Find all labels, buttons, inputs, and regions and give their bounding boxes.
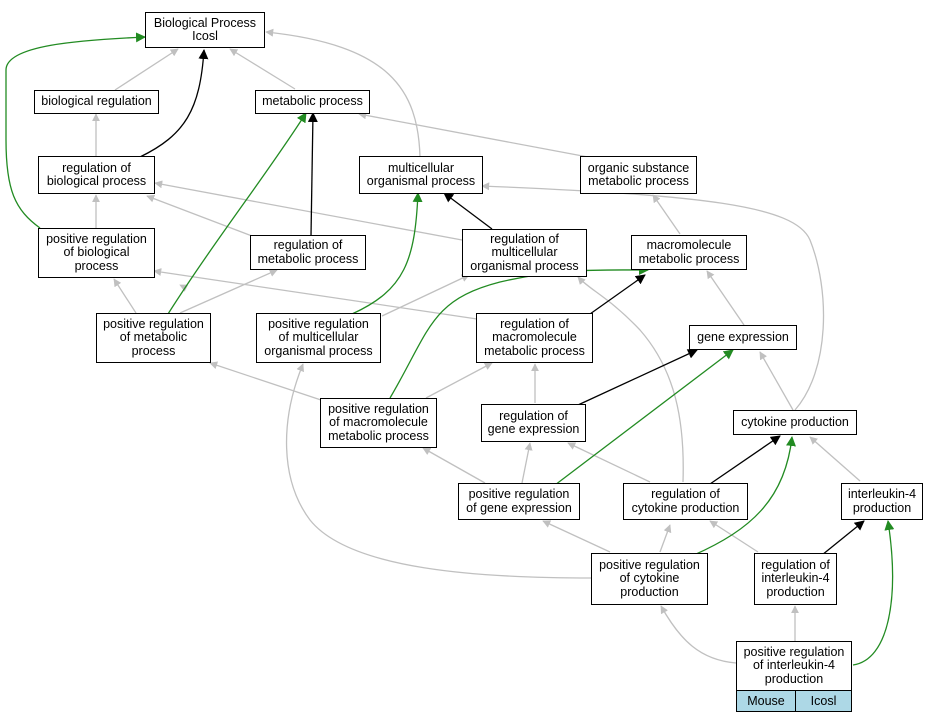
edge-cyto-gene_exp xyxy=(759,351,794,411)
edge-reg_il4-il4-black xyxy=(821,520,865,556)
edge-gene_exp-macro xyxy=(706,270,745,326)
edge-pos_il4-pos_cyto xyxy=(660,605,737,664)
edge-pos_cyto-pos_multi xyxy=(285,363,593,579)
edge-bio_reg-root xyxy=(114,48,179,91)
edge-pos_multi-reg_multi xyxy=(381,274,470,317)
node-positive-regulation-of-macromolecule-metabolic-process[interactable]: positive regulation of macromolecule met… xyxy=(320,398,437,448)
edge-pos_metab-reg_metab xyxy=(179,269,278,314)
node-regulation-of-interleukin-4-production[interactable]: regulation of interleukin-4 production xyxy=(754,553,837,605)
edge-pos_metab-metab-green xyxy=(167,112,307,315)
node-positive-regulation-of-multicellular-organismal-process[interactable]: positive regulation of multicellular org… xyxy=(256,313,381,363)
edge-reg_multi-reg_bio xyxy=(154,180,463,241)
node-regulation-of-multicellular-organismal-process[interactable]: regulation of multicellular organismal p… xyxy=(462,229,587,277)
node-regulation-of-cytokine-production[interactable]: regulation of cytokine production xyxy=(623,483,748,520)
edge-pos_cyto-reg_cyto xyxy=(659,524,672,553)
node-regulation-of-biological-process[interactable]: regulation of biological process xyxy=(38,156,155,194)
node-regulation-of-gene-expression[interactable]: regulation of gene expression xyxy=(481,404,586,442)
edge-org_sub-metab xyxy=(358,111,589,158)
edge-macro-org_sub xyxy=(652,194,681,235)
node-regulation-of-metabolic-process[interactable]: regulation of metabolic process xyxy=(250,235,366,270)
edge-reg_macro-reg_metab xyxy=(180,270,477,319)
edge-reg_cyto-cyto-black xyxy=(709,435,781,485)
edge-pos_cyto-cyto-green xyxy=(693,436,796,556)
edge-pos_gene-reg_gene xyxy=(521,442,533,484)
edge-il4-cyto xyxy=(809,436,861,482)
edge-pos_gene-gene_exp-green xyxy=(554,349,734,486)
edge-metab-root xyxy=(229,48,296,90)
node-metabolic-process[interactable]: metabolic process xyxy=(255,90,370,114)
node-interleukin-4-production[interactable]: interleukin-4 production xyxy=(841,483,923,520)
edge-reg_gene-gene_exp-black xyxy=(577,349,698,406)
edge-pos_multi-multi-green xyxy=(351,192,423,315)
node-positive-regulation-of-metabolic-process[interactable]: positive regulation of metabolic process xyxy=(96,313,211,363)
edge-pos_il4-il4-green xyxy=(852,520,895,666)
node-regulation-of-macromolecule-metabolic-process[interactable]: regulation of macromolecule metabolic pr… xyxy=(476,313,593,363)
edge-reg_cyto-reg_gene xyxy=(567,442,651,483)
node-positive-regulation-of-gene-expression[interactable]: positive regulation of gene expression xyxy=(458,483,580,520)
edge-multi-root xyxy=(265,28,421,158)
edge-reg_multi-multi-black xyxy=(443,192,493,230)
edge-reg_il4-reg_cyto xyxy=(709,520,759,553)
edge-pos_metab-pos_bio xyxy=(113,278,137,314)
edge-reg_metab-reg_bio xyxy=(146,194,253,237)
node-positive-regulation-of-biological-process[interactable]: positive regulation of biological proces… xyxy=(38,228,155,278)
edge-reg_macro-macro-black xyxy=(589,274,646,315)
node-biological-process-root[interactable]: Biological Process Icosl xyxy=(145,12,265,48)
edge-cyto-multi xyxy=(481,182,825,411)
organism-tag-mouse: Mouse xyxy=(736,690,796,712)
edge-reg_macro-reg_metab-line xyxy=(153,268,478,320)
node-macromolecule-metabolic-process[interactable]: macromolecule metabolic process xyxy=(631,235,747,270)
node-positive-regulation-of-cytokine-production[interactable]: positive regulation of cytokine producti… xyxy=(591,553,708,605)
node-biological-regulation[interactable]: biological regulation xyxy=(34,90,159,114)
edge-reg_bio-root-black xyxy=(139,49,209,158)
edge-pos_cyto-pos_gene xyxy=(542,520,611,553)
edge-pos_bio-root-green xyxy=(5,32,146,229)
gene-tag-icosl: Icosl xyxy=(795,690,852,712)
node-positive-regulation-of-interleukin-4-production[interactable]: positive regulation of interleukin-4 pro… xyxy=(736,641,852,691)
edge-pos_macro-macro-green xyxy=(389,264,649,399)
edge-pos_macro-pos_metab xyxy=(209,361,322,401)
edge-pos_gene-pos_macro xyxy=(422,447,486,484)
edge-reg_metab-metab-black xyxy=(307,112,318,237)
node-organic-substance-metabolic-process[interactable]: organic substance metabolic process xyxy=(580,156,697,194)
node-multicellular-organismal-process[interactable]: multicellular organismal process xyxy=(359,156,483,194)
edge-pos_macro-reg_macro xyxy=(425,362,493,399)
node-gene-expression[interactable]: gene expression xyxy=(689,325,797,350)
edge-reg_cyto-reg_multi xyxy=(577,276,684,483)
node-cytokine-production[interactable]: cytokine production xyxy=(733,410,857,435)
